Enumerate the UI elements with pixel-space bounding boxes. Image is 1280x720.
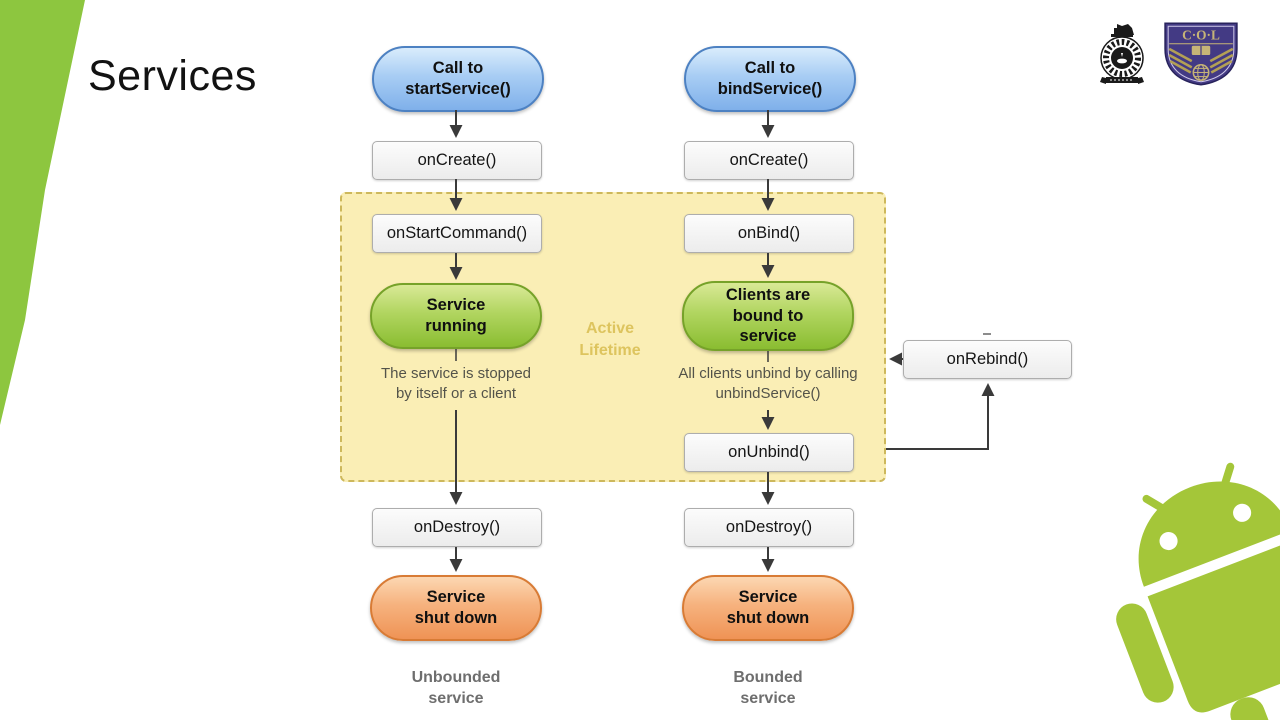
android-robot-svg [1116, 462, 1280, 720]
unbounded-service-label: Unbounded service [411, 669, 501, 707]
oncreate-node-bound: onCreate() [684, 141, 854, 180]
bound-service-caption: All clients unbind by calling unbindServ… [678, 365, 858, 403]
bounded-service-label: Bounded service [733, 669, 803, 707]
onstartcommand-node: onStartCommand() [372, 214, 542, 253]
oncreate-node-started: onCreate() [372, 141, 542, 180]
active-lifetime-label: Active Lifetime [579, 320, 641, 360]
service-shutdown-node-bound: Service shut down [682, 575, 854, 641]
university-crest-icon [1100, 24, 1144, 84]
col-shield-text: C·O·L [1182, 28, 1220, 43]
ondestroy-node-started: onDestroy() [372, 508, 542, 547]
onunbind-node: onUnbind() [684, 433, 854, 472]
call-bindservice-node: Call to bindService() [684, 46, 856, 112]
col-shield-icon: C·O·L [1164, 22, 1238, 86]
started-service-caption: The service is stopped by itself or a cl… [380, 365, 532, 403]
onbind-node: onBind() [684, 214, 854, 253]
onrebind-node: onRebind() [903, 340, 1072, 379]
service-running-node: Service running [370, 283, 542, 349]
slide-title: Services [88, 52, 257, 100]
ondestroy-node-bound: onDestroy() [684, 508, 854, 547]
call-startservice-node: Call to startService() [372, 46, 544, 112]
col-logo: C·O·L [1162, 20, 1240, 93]
green-accent-shape [0, 0, 85, 425]
service-shutdown-node-started: Service shut down [370, 575, 542, 641]
android-robot-icon [1058, 412, 1280, 720]
clients-bound-node: Clients are bound to service [682, 281, 854, 351]
university-crest-logo [1088, 22, 1156, 91]
